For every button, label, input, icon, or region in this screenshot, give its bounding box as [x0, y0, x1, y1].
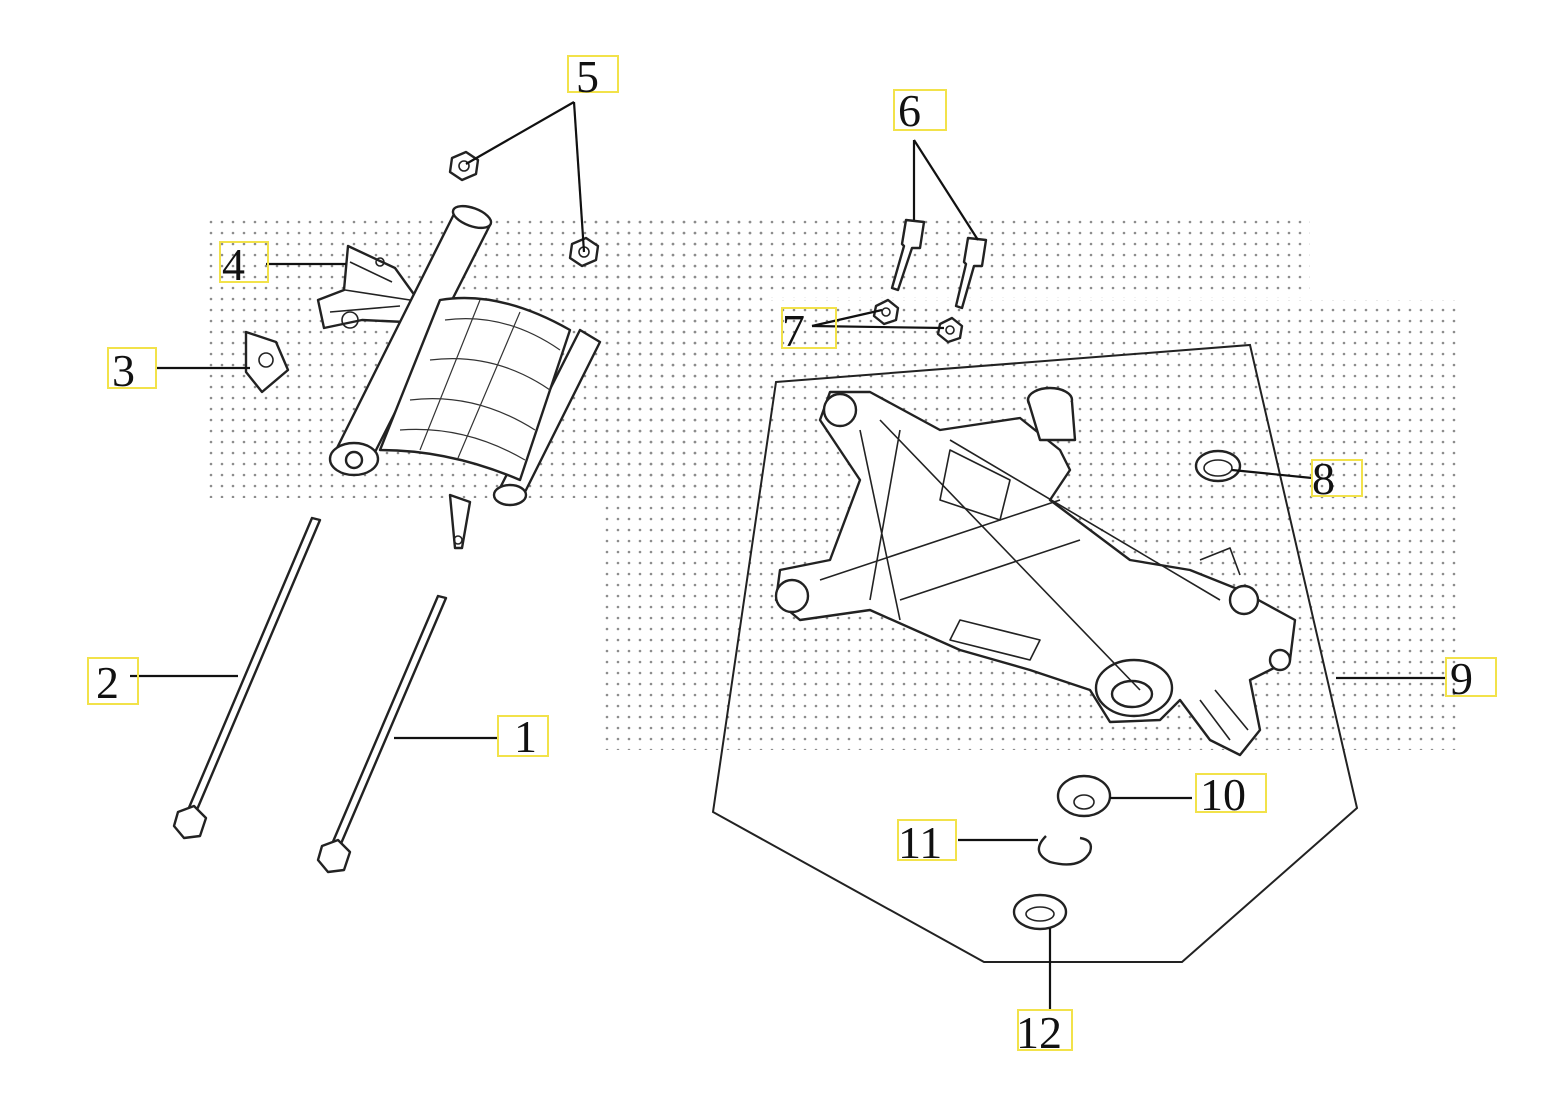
callout-12: 12 — [1016, 1007, 1073, 1058]
circlip-part-11[interactable] — [1037, 835, 1093, 866]
bushing-part-10[interactable] — [1056, 774, 1112, 818]
svg-text:10: 10 — [1200, 769, 1246, 820]
callout-10: 10 — [1195, 769, 1267, 820]
assembly-group-outline — [711, 343, 1359, 963]
svg-text:9: 9 — [1450, 653, 1473, 704]
svg-text:8: 8 — [1312, 453, 1335, 504]
svg-text:11: 11 — [898, 817, 942, 868]
callout-11: 11 — [897, 817, 957, 868]
swing-arm-part-9[interactable] — [774, 386, 1297, 757]
bracket-part-4[interactable] — [316, 244, 420, 330]
clip-part-3[interactable] — [244, 330, 290, 394]
callout-5: 5 — [567, 51, 619, 102]
nut-part-5-a[interactable] — [448, 150, 480, 182]
svg-text:7: 7 — [782, 305, 805, 356]
callout-1: 1 — [497, 711, 549, 762]
callout-4: 4 — [219, 239, 269, 290]
long-bolt-part-1[interactable] — [316, 594, 448, 874]
callout-3: 3 — [107, 345, 157, 396]
svg-text:1: 1 — [514, 711, 537, 762]
washer-part-12[interactable] — [1012, 893, 1068, 931]
washer-part-7-b[interactable] — [936, 316, 964, 344]
callout-9: 9 — [1445, 653, 1497, 704]
svg-text:3: 3 — [112, 345, 135, 396]
stipple-background — [205, 218, 1460, 750]
leader-lines — [130, 101, 1446, 1010]
svg-text:4: 4 — [222, 239, 245, 290]
callout-6: 6 — [893, 85, 947, 136]
long-bolt-part-2[interactable] — [172, 516, 322, 840]
svg-text:5: 5 — [576, 51, 599, 102]
callout-7: 7 — [781, 305, 837, 356]
bolt-part-6-a[interactable] — [890, 218, 926, 292]
callout-2: 2 — [87, 657, 139, 708]
pivot-mount-body[interactable] — [328, 202, 602, 550]
svg-text:2: 2 — [96, 657, 119, 708]
svg-text:6: 6 — [898, 85, 921, 136]
washer-part-7-a[interactable] — [872, 298, 900, 326]
svg-text:12: 12 — [1016, 1007, 1062, 1058]
clamp-ring-part-8[interactable] — [1194, 449, 1242, 483]
bolt-part-6-b[interactable] — [954, 236, 988, 310]
callout-8: 8 — [1311, 453, 1363, 504]
